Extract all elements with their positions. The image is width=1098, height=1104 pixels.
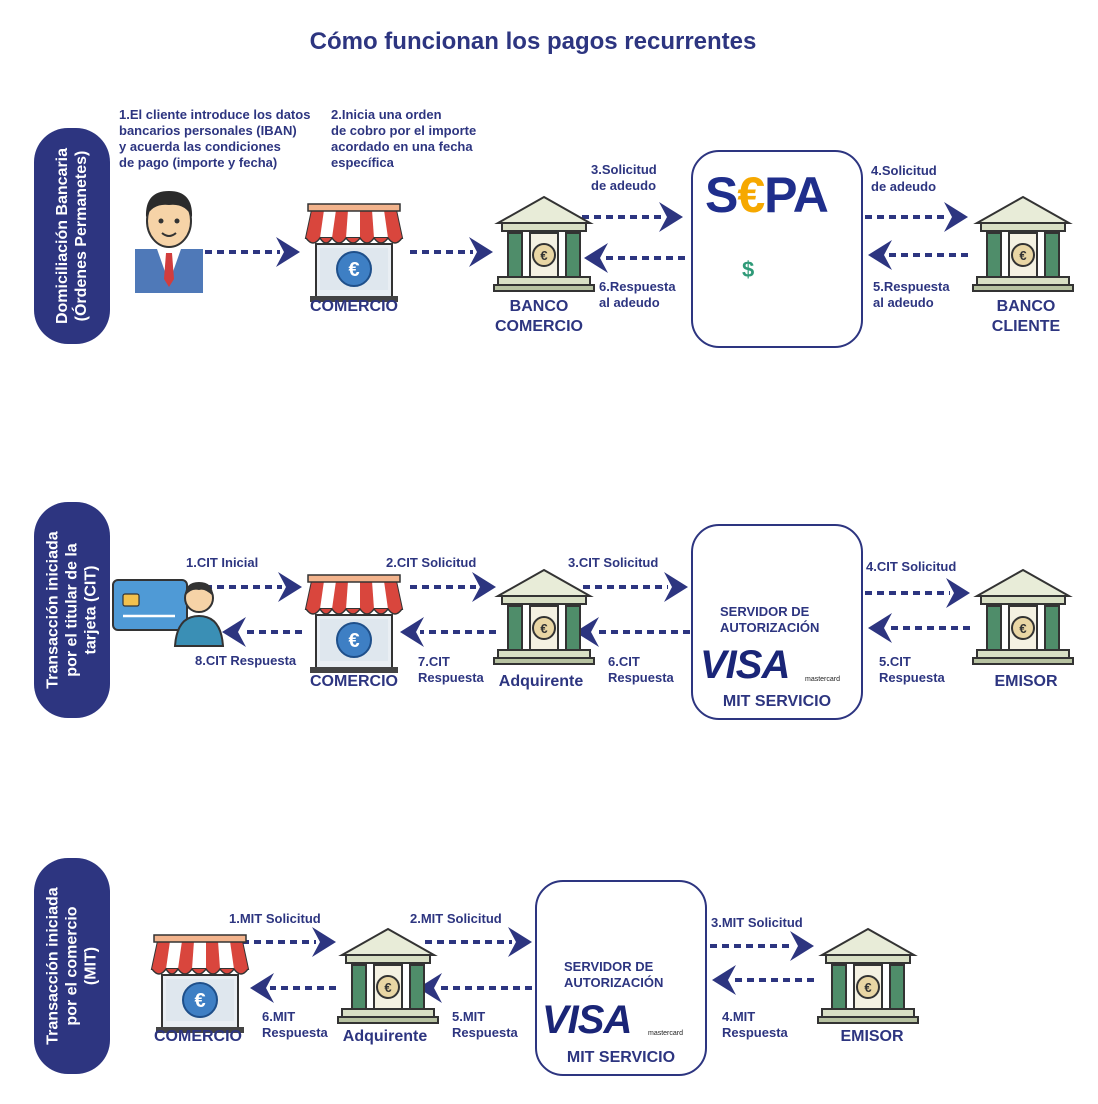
cit-issuer-icon	[972, 569, 1074, 665]
ach-label: ACH	[773, 283, 817, 305]
mit-step-2-label: 2.MIT Solicitud	[410, 911, 502, 926]
mit-service-label: MIT SERVICIO	[566, 1049, 676, 1066]
cit-node-issuer: EMISOR	[994, 673, 1058, 690]
sepa-hub-box	[691, 150, 863, 348]
customer-bank-icon	[972, 196, 1074, 292]
flow-arrow-head	[250, 973, 274, 1003]
flow-arrow-head	[276, 237, 300, 267]
mit-node-merchant: COMERCIO	[154, 1028, 242, 1045]
flow-arrow-head	[712, 965, 736, 995]
customer-icon	[135, 191, 203, 293]
flow-arrow-head	[659, 202, 683, 232]
mit-step-3-label: 3.MIT Solicitud	[711, 915, 803, 930]
cit-auth-hub-box	[691, 524, 863, 720]
mit-step-1-label: 1.MIT Solicitud	[229, 911, 321, 926]
node-merchant: COMERCIO	[310, 298, 398, 315]
cit-step-8-label: 8.CIT Respuesta	[195, 653, 297, 668]
flow-arrow-head	[946, 578, 970, 608]
mit-visa-logo: VISA	[542, 998, 632, 1042]
merchant-bank-icon	[493, 196, 595, 292]
cit-step-2-label: 2.CIT Solicitud	[386, 555, 477, 570]
cit-visa-logo: VISA	[700, 643, 790, 687]
cit-mastercard-wordmark: mastercard	[805, 676, 841, 683]
flow-arrow-head	[584, 243, 608, 273]
merchant-shop-icon	[305, 203, 403, 303]
cardholder-icon	[112, 579, 225, 647]
cit-merchant-shop-icon	[305, 574, 403, 674]
cit-service-label: MIT SERVICIO	[722, 693, 832, 710]
flow-arrow-head	[868, 240, 892, 270]
page-title: Cómo funcionan los pagos recurrentes	[309, 28, 757, 55]
flow-arrow-head	[664, 572, 688, 602]
ach-dollar: $	[742, 257, 755, 282]
cit-step-3-label: 3.CIT Solicitud	[568, 555, 659, 570]
flow-arrow-head	[868, 613, 892, 643]
cit-step-4-label: 4.CIT Solicitud	[866, 559, 957, 574]
flow-arrow-head	[469, 237, 493, 267]
sepa-logo: S€PA	[705, 167, 829, 223]
mit-auth-hub-box	[535, 880, 707, 1076]
cit-node-acquirer: Adquirente	[498, 673, 584, 690]
cit-step-1-label: 1.CIT Inicial	[186, 555, 259, 570]
lane-label-text: Domiciliación Bancaria(Órdenes Permanete…	[54, 147, 90, 325]
cit-node-merchant: COMERCIO	[310, 673, 398, 690]
mit-mastercard-wordmark: mastercard	[648, 1030, 684, 1037]
mit-merchant-shop-icon	[151, 934, 249, 1034]
flow-arrow-head	[312, 927, 336, 957]
flow-arrow-head	[575, 617, 599, 647]
flow-arrow-head	[278, 572, 302, 602]
mit-acquirer-icon	[337, 928, 439, 1024]
mit-issuer-icon	[817, 928, 919, 1024]
cit-acquirer-icon	[493, 569, 595, 665]
flow-arrow-head	[790, 931, 814, 961]
flow-arrow-head	[472, 572, 496, 602]
flow-arrow-head	[400, 617, 424, 647]
lane-label-direct-debit: Domiciliación Bancaria(Órdenes Permanete…	[34, 128, 110, 344]
mit-node-acquirer: Adquirente	[342, 1028, 428, 1045]
flow-arrow-head	[418, 973, 442, 1003]
flow-arrow-head	[222, 617, 246, 647]
flow-arrow-head	[944, 202, 968, 232]
mit-node-issuer: EMISOR	[840, 1028, 904, 1045]
flow-arrow-head	[508, 927, 532, 957]
flow-arrows	[205, 202, 970, 1003]
